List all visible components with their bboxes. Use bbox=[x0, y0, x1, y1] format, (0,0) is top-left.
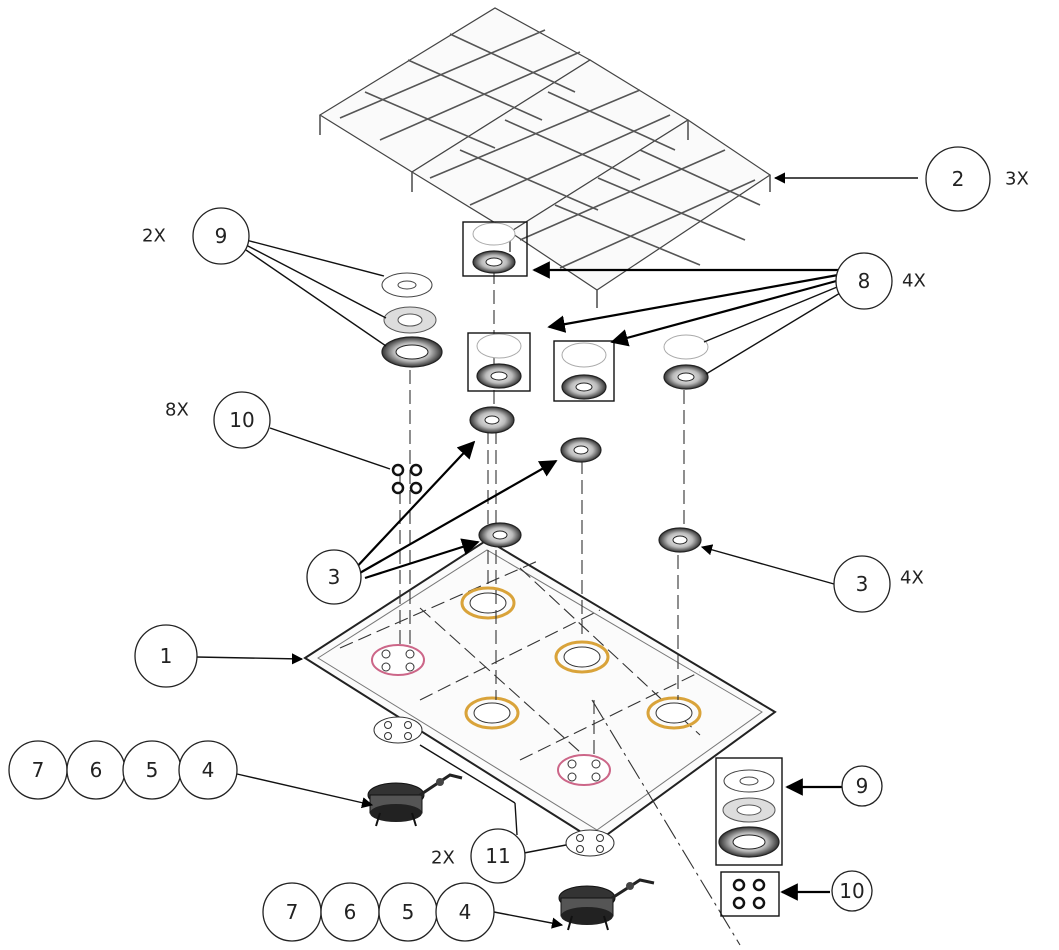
balloon-4-bottom-label: 4 bbox=[459, 900, 472, 924]
balloon-7-left-label: 7 bbox=[32, 758, 45, 782]
balloon-2: 2 bbox=[925, 146, 991, 212]
detail-burner-stack bbox=[718, 769, 780, 858]
detail-frames bbox=[462, 221, 783, 917]
cooktop-panel bbox=[303, 538, 777, 844]
balloon-row-bottom: 7 6 5 4 bbox=[262, 882, 495, 942]
balloon-5-bottom-label: 5 bbox=[402, 900, 415, 924]
mounting-plates bbox=[373, 716, 615, 857]
qty-11: 2X bbox=[431, 848, 455, 869]
balloon-9-top-label: 9 bbox=[215, 224, 228, 248]
valve-assembly-right bbox=[558, 878, 655, 931]
balloon-8-label: 8 bbox=[858, 269, 871, 293]
balloon-7-bottom-label: 7 bbox=[286, 900, 299, 924]
balloon-3-left: 3 bbox=[306, 549, 362, 605]
balloon-9-top: 9 bbox=[192, 207, 250, 265]
balloon-10-top: 10 bbox=[213, 391, 271, 449]
balloon-10-detail-label: 10 bbox=[839, 879, 864, 903]
large-burner-stack bbox=[381, 272, 443, 368]
balloon-4-left-label: 4 bbox=[202, 758, 215, 782]
washers bbox=[391, 463, 423, 495]
balloon-11: 11 bbox=[470, 828, 526, 884]
balloon-10-detail: 10 bbox=[831, 870, 873, 912]
balloon-5-left-label: 5 bbox=[146, 758, 159, 782]
qty-2: 3X bbox=[1005, 169, 1029, 190]
balloon-1: 1 bbox=[134, 624, 198, 688]
detail-washers bbox=[732, 878, 766, 910]
balloon-3-right: 3 bbox=[833, 555, 891, 613]
qty-10: 8X bbox=[165, 400, 189, 421]
burner-caps bbox=[472, 222, 709, 400]
burner-bases bbox=[469, 406, 702, 553]
balloon-9-detail-label: 9 bbox=[856, 774, 869, 798]
qty-9: 2X bbox=[142, 226, 166, 247]
qty-8: 4X bbox=[902, 271, 926, 292]
balloon-9-detail: 9 bbox=[841, 765, 883, 807]
qty-3: 4X bbox=[900, 568, 924, 589]
balloon-6-bottom-label: 6 bbox=[344, 900, 357, 924]
balloon-1-label: 1 bbox=[160, 644, 173, 668]
valve-assembly-left bbox=[367, 773, 463, 827]
balloon-3-left-label: 3 bbox=[328, 565, 341, 589]
burner-openings bbox=[371, 586, 702, 786]
balloon-3-right-label: 3 bbox=[856, 572, 869, 596]
balloon-2-label: 2 bbox=[952, 167, 965, 191]
balloon-11-label: 11 bbox=[485, 844, 510, 868]
balloon-10-top-label: 10 bbox=[229, 408, 254, 432]
balloon-row-left: 7 6 5 4 bbox=[8, 740, 238, 800]
balloon-8: 8 bbox=[835, 252, 893, 310]
leader-lines bbox=[195, 172, 918, 929]
grate-assembly bbox=[318, 7, 772, 308]
balloon-6-left-label: 6 bbox=[90, 758, 103, 782]
